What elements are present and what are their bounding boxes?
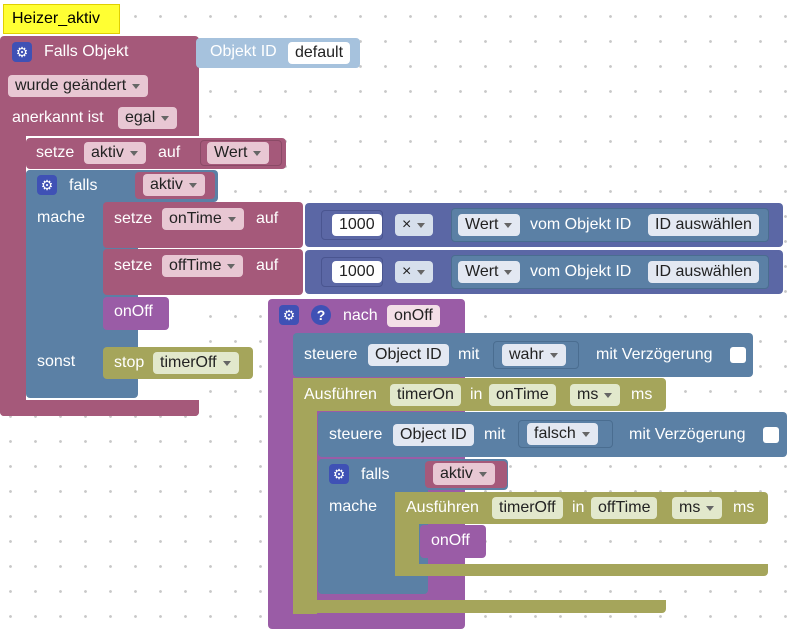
gear-icon[interactable]: ⚙ <box>329 464 349 484</box>
timer1-name[interactable]: timerOn <box>390 384 461 406</box>
timer2-time[interactable]: offTime <box>591 497 658 519</box>
timer2-ms: ms <box>733 499 755 516</box>
call2-label: onOff <box>431 532 470 549</box>
prop-dropdown-2[interactable]: Wert <box>458 261 521 283</box>
falls2-label: falls <box>361 466 390 483</box>
timer1-unit-dropdown[interactable]: ms <box>570 384 621 406</box>
mache-label: mache <box>37 209 86 226</box>
timer1-time[interactable]: onTime <box>489 384 556 406</box>
control2-kw: steuere <box>329 426 383 443</box>
function-name-field[interactable]: onOff <box>387 305 440 327</box>
prop-dropdown-1[interactable]: Wert <box>458 214 521 236</box>
timer1-in: in <box>470 386 483 403</box>
stop-timer-dropdown[interactable]: timerOff <box>153 352 239 374</box>
auf-label: auf <box>158 144 181 161</box>
wert-dropdown[interactable]: Wert <box>207 142 270 164</box>
nach-label: nach <box>343 307 378 324</box>
var-ontime-dropdown[interactable]: onTime <box>162 208 244 230</box>
set-kw: setze <box>36 144 75 161</box>
timer2-in: in <box>572 499 585 516</box>
gear-icon[interactable]: ⚙ <box>12 42 32 62</box>
object-id-block[interactable]: Objekt ID default <box>196 38 360 68</box>
multiply-block-1[interactable]: 1000 × Wert vom Objekt ID ID auswählen <box>305 203 783 247</box>
vom-label-1: vom Objekt ID <box>530 216 632 233</box>
mache2-label: mache <box>329 498 378 515</box>
trigger-dropdown[interactable]: wurde geändert <box>8 75 149 97</box>
timer2-kw: Ausführen <box>406 499 479 516</box>
event-title: Falls Objekt <box>44 43 129 60</box>
control1-kw: steuere <box>304 346 358 363</box>
control-block-2[interactable]: steuere Object ID mit falsch mit Verzöge… <box>318 412 787 457</box>
control2-delay: mit Verzögerung <box>629 426 746 443</box>
set2-auf: auf <box>256 257 279 274</box>
num-1000-b[interactable]: 1000 <box>332 261 382 283</box>
id-select-2[interactable]: ID auswählen <box>648 261 759 283</box>
control2-val-dropdown[interactable]: falsch <box>527 423 598 445</box>
var-aktiv-dropdown[interactable]: aktiv <box>84 142 146 164</box>
set1-auf: auf <box>256 210 279 227</box>
help-icon[interactable]: ? <box>311 305 331 325</box>
gear-icon[interactable]: ⚙ <box>279 305 299 325</box>
call-onoff-block[interactable]: onOff <box>103 297 169 330</box>
var-offtime-dropdown[interactable]: offTime <box>162 255 244 277</box>
timer2-unit-dropdown[interactable]: ms <box>672 497 723 519</box>
control1-val-dropdown[interactable]: wahr <box>502 344 566 366</box>
set2-kw: setze <box>114 257 153 274</box>
comment-text: Heizer_aktiv <box>12 10 101 27</box>
op-dropdown-1[interactable]: × <box>395 214 434 236</box>
vom-label-2: vom Objekt ID <box>530 263 632 280</box>
cond2-aktiv-block[interactable]: aktiv <box>425 461 507 488</box>
sonst-label: sonst <box>37 353 76 370</box>
timer1-ms: ms <box>631 386 653 403</box>
multiply-block-2[interactable]: 1000 × Wert vom Objekt ID ID auswählen <box>305 250 783 294</box>
control1-obj[interactable]: Object ID <box>368 344 449 366</box>
call-onoff-block-2[interactable]: onOff <box>420 525 486 558</box>
wert-block[interactable]: Wert <box>200 140 282 166</box>
object-id-label: Objekt ID <box>210 43 277 60</box>
stop-timer-block[interactable]: stop timerOff <box>103 347 253 379</box>
cond2-aktiv-dropdown[interactable]: aktiv <box>433 463 495 485</box>
set1-kw: setze <box>114 210 153 227</box>
num-1000-a[interactable]: 1000 <box>332 214 382 236</box>
control1-mit: mit <box>458 346 480 363</box>
object-id-value[interactable]: default <box>288 42 351 64</box>
stop-kw: stop <box>114 354 145 371</box>
control-block-1[interactable]: steuere Object ID mit wahr mit Verzögeru… <box>293 333 753 377</box>
comment-bubble[interactable]: Heizer_aktiv <box>3 4 120 34</box>
gear-icon[interactable]: ⚙ <box>37 175 57 195</box>
timer2-name[interactable]: timerOff <box>492 497 563 519</box>
call-onoff-label: onOff <box>114 303 153 320</box>
falls-label: falls <box>69 177 98 194</box>
ack-label: anerkannt ist <box>12 109 104 126</box>
control2-mit: mit <box>484 426 506 443</box>
op-dropdown-2[interactable]: × <box>395 261 434 283</box>
cond-aktiv-dropdown[interactable]: aktiv <box>143 174 205 196</box>
ack-dropdown[interactable]: egal <box>118 107 178 129</box>
timer1-kw: Ausführen <box>304 386 377 403</box>
cond-aktiv-block[interactable]: aktiv <box>135 172 215 199</box>
control1-delay: mit Verzögerung <box>596 346 713 363</box>
id-select-1[interactable]: ID auswählen <box>648 214 759 236</box>
control2-obj[interactable]: Object ID <box>393 424 474 446</box>
delay-checkbox-1[interactable] <box>730 347 746 363</box>
delay-checkbox-2[interactable] <box>763 427 779 443</box>
